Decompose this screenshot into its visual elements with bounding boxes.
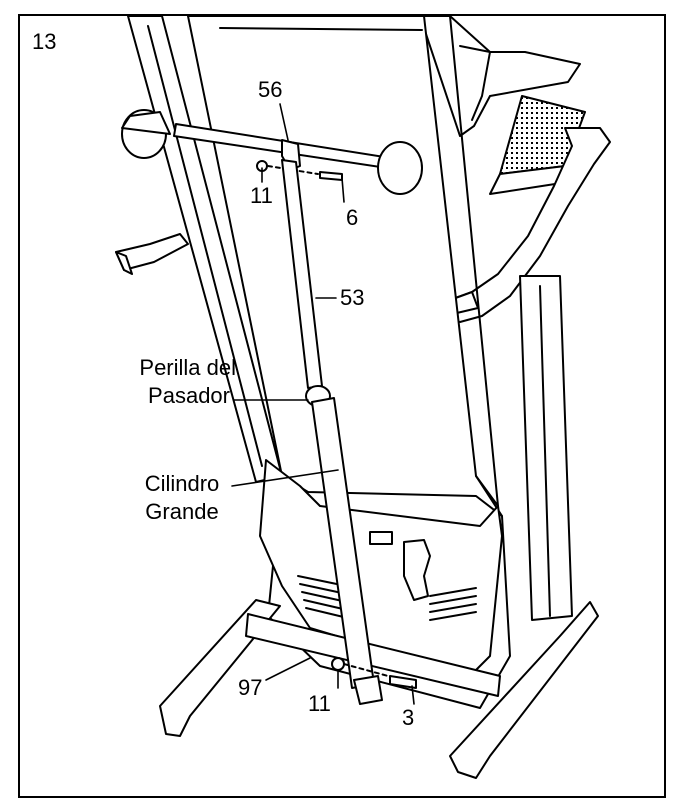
base-frame bbox=[159, 599, 599, 779]
console bbox=[419, 16, 586, 195]
label-part-53: 53 bbox=[340, 285, 365, 310]
label-cylinder-line2: Grande bbox=[145, 499, 219, 524]
label-part-11-bottom: 11 bbox=[308, 691, 331, 716]
label-part-6: 6 bbox=[346, 205, 359, 230]
lower-hardware bbox=[331, 657, 417, 689]
upper-frame-bar bbox=[121, 109, 423, 195]
label-latch-knob-line1: Perilla del bbox=[139, 355, 236, 380]
left-handrail bbox=[115, 233, 189, 275]
label-part-11-top: 11 bbox=[250, 183, 273, 208]
diagram-frame: 13 56 11 6 53 Perilla del Pasador Cilind… bbox=[18, 14, 666, 798]
label-cylinder-line1: Cilindro bbox=[144, 471, 220, 496]
step-number: 13 bbox=[32, 29, 57, 54]
leader-lines bbox=[231, 103, 415, 705]
label-part-56: 56 bbox=[258, 77, 283, 102]
label-part-97: 97 bbox=[238, 675, 263, 700]
label-latch-knob-line2: Pasador bbox=[148, 383, 230, 408]
right-upright bbox=[519, 275, 573, 621]
hydraulic-cylinder bbox=[281, 159, 383, 705]
treadmill-assembly-drawing bbox=[115, 16, 611, 779]
label-part-3: 3 bbox=[402, 705, 415, 730]
